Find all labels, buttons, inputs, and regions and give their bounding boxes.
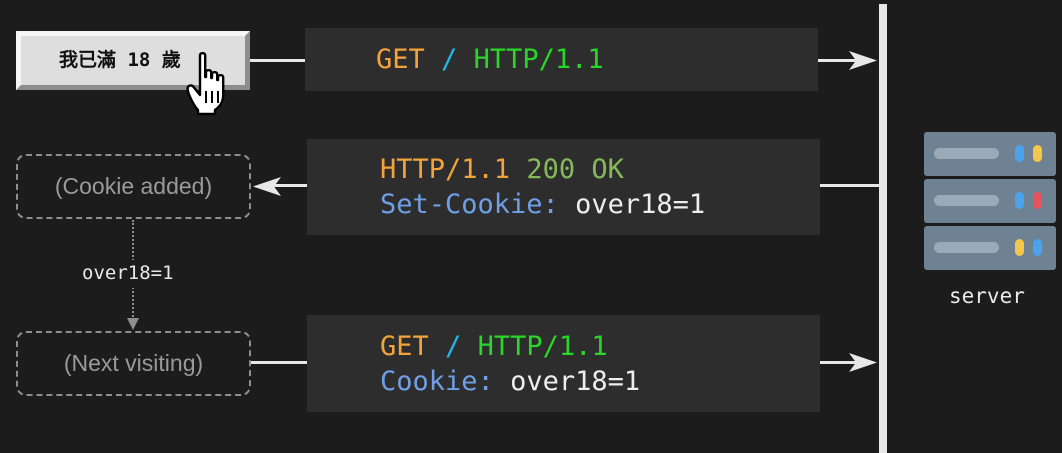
response-box: HTTP/1.1 200 OK Set-Cookie: over18=1: [307, 139, 820, 235]
response-arrow-icon: [253, 177, 281, 196]
request2-wire-left: [251, 361, 307, 364]
request1-method: GET: [376, 44, 425, 75]
cookie-link-label: over18=1: [82, 262, 174, 284]
request1-wire-right: [818, 59, 864, 62]
cookie-added-label: (Cookie added): [54, 173, 213, 199]
server-icon: [924, 132, 1056, 270]
set-cookie-header-value: over18=1: [575, 189, 706, 220]
response-status: 200 OK: [526, 154, 624, 185]
server-unit-bottom: [924, 226, 1056, 270]
request2-protocol: HTTP/1.1: [477, 331, 608, 362]
response-protocol: HTTP/1.1: [380, 154, 511, 185]
request2-method: GET: [380, 331, 429, 362]
over18-button-label: 我已滿 18 歲: [59, 49, 181, 71]
request1-wire-left: [250, 59, 305, 62]
server-label: server: [949, 284, 1025, 308]
set-cookie-header-name: Set-Cookie:: [380, 189, 559, 220]
request1-path: /: [441, 44, 458, 75]
cookie-link-label-bg: [80, 260, 188, 288]
response-wire-right: [820, 184, 879, 187]
cookie-header-value: over18=1: [510, 366, 641, 397]
server-unit-top: [924, 132, 1056, 176]
server-unit-middle: [924, 179, 1056, 223]
cookie-added-box: (Cookie added): [16, 154, 251, 219]
request1-box: GET / HTTP/1.1: [305, 28, 818, 91]
request1-arrow-icon: [849, 51, 877, 70]
over18-button[interactable]: 我已滿 18 歲: [16, 31, 250, 90]
request1-protocol: HTTP/1.1: [473, 44, 604, 75]
cookie-link-arrow-icon: [127, 318, 139, 330]
response-wire-left: [272, 184, 307, 187]
next-visiting-label: (Next visiting): [63, 350, 204, 376]
request2-wire-right: [820, 361, 864, 364]
request2-arrow-icon: [849, 353, 877, 372]
cookie-header-name: Cookie:: [380, 366, 494, 397]
next-visiting-box: (Next visiting): [16, 331, 251, 396]
server-line: [879, 4, 887, 453]
hand-cursor-icon: [186, 52, 225, 116]
request2-path: /: [445, 331, 462, 362]
